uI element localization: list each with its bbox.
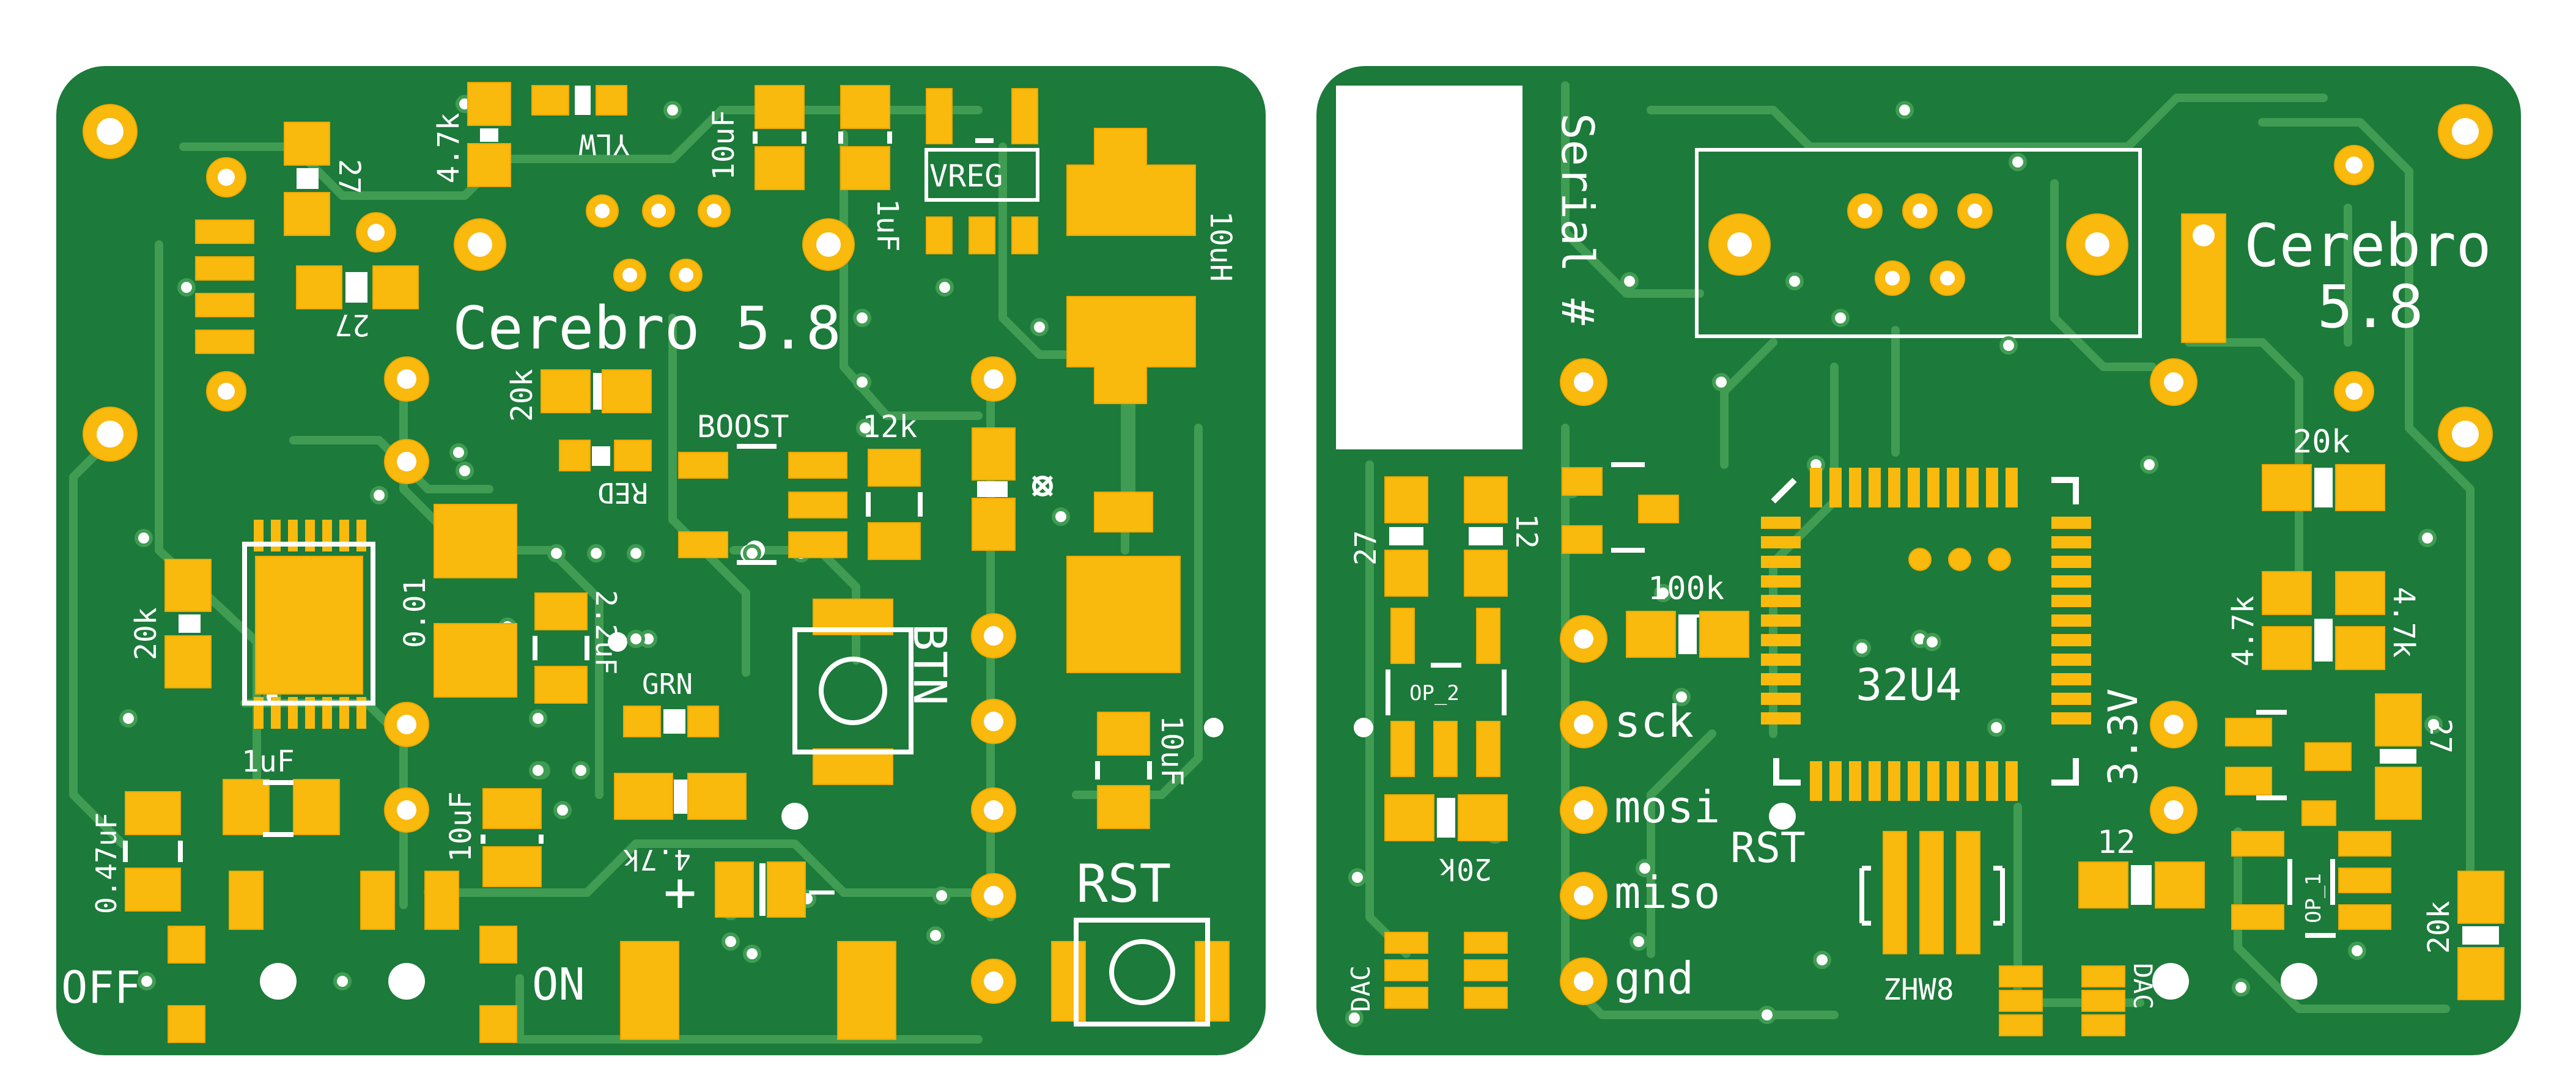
label-c001: 0.01 — [398, 577, 432, 648]
label-r100k: 100k — [1648, 570, 1724, 607]
right-board-pad-marks — [1389, 468, 2499, 945]
label-dac-right: DAC — [2128, 963, 2158, 1009]
label-op1: OP_1 — [2301, 873, 2326, 923]
left-board-smd-pads — [125, 82, 1230, 1043]
label-r4k7-top: 4.7k — [432, 112, 466, 183]
left-board-title: Cerebro 5.8 — [452, 294, 841, 363]
led-symbol — [1032, 475, 1054, 497]
label-ylw: YLW — [579, 128, 630, 161]
left-board-drill-holes — [260, 540, 1223, 1000]
label-rst-right: RST — [1730, 824, 1806, 872]
label-grn: GRN — [642, 668, 693, 701]
right-board-drill-holes — [1354, 718, 2317, 1000]
label-r12-left: 12 — [1509, 514, 1543, 549]
left-board-substrate — [56, 66, 1266, 1055]
label-r12-right: 12 — [2097, 824, 2136, 861]
label-boost: BOOST — [697, 409, 789, 444]
right-board: Cerebro 5.8 Serial # 27 12 100k OP_2 20k… — [1316, 66, 2521, 1055]
left-board-mount-holes — [83, 104, 138, 462]
right-board-silk-outlines — [1386, 462, 2336, 938]
label-c10uf-top: 10uF — [707, 109, 741, 180]
label-r27-top: 27 — [332, 159, 366, 194]
pin-label-miso: miso — [1614, 867, 1720, 918]
label-r20k-left: 20k — [1439, 852, 1492, 886]
label-plus: + — [663, 860, 696, 924]
label-vreg: VREG — [929, 158, 1003, 194]
label-minus: − — [807, 863, 836, 920]
usb-connector — [1695, 148, 2142, 338]
label-zhw8: ZHW8 — [1883, 973, 1954, 1007]
label-c1uf-top: 1uF — [870, 199, 904, 252]
label-btn: BTN — [903, 624, 956, 706]
label-r20k-a: 20k — [505, 369, 539, 422]
pin-label-mosi: mosi — [1614, 781, 1720, 833]
label-r27-mid: 27 — [334, 308, 370, 342]
right-board-mount-holes — [2438, 104, 2493, 462]
label-r27-left: 27 — [1349, 530, 1383, 566]
left-board-thru-pads — [206, 157, 1016, 1004]
label-l10uh: 10uH — [1203, 211, 1238, 282]
label-rst-left: RST — [1076, 854, 1171, 915]
mcu-32u4 — [1761, 468, 2091, 801]
right-board-title-line2: 5.8 — [2317, 273, 2423, 341]
label-r20k-top: 20k — [2293, 424, 2350, 460]
label-c10uf-bot: 10uF — [444, 791, 478, 862]
label-c10uf-right: 10uF — [1154, 715, 1189, 786]
label-mcu: 32U4 — [1856, 659, 1962, 710]
label-r47k-a: 4.7k — [2226, 595, 2260, 666]
right-board-smd-pads — [1384, 464, 2504, 1036]
label-c1uf-bot: 1uF — [242, 745, 295, 779]
label-r4k7-bot: 4.7k — [623, 843, 691, 876]
left-board-silk-text: Cerebro 5.8 27 27 4.7k YLW 10uF 1uF VREG… — [61, 109, 1238, 1013]
label-red: RED — [597, 476, 648, 509]
left-board-pad-marks — [179, 86, 1008, 916]
pin-label-sck: sck — [1614, 696, 1694, 747]
right-board-title-line1: Cerebro — [2244, 212, 2492, 280]
label-r20k-b: 20k — [129, 607, 163, 660]
pin-label-gnd: gnd — [1614, 953, 1694, 1004]
label-c22uf: 2.2uF — [589, 590, 622, 674]
label-r20k-right: 20k — [2422, 901, 2456, 954]
serial-number-label: Serial # — [1552, 113, 1603, 325]
label-op2: OP_2 — [1409, 681, 1460, 706]
left-board-silk-outlines — [123, 131, 1210, 1027]
left-board-vias — [119, 95, 1070, 990]
serial-number-area — [1336, 86, 1522, 449]
label-on: ON — [532, 959, 585, 1010]
label-dac-left: DAC — [1346, 965, 1376, 1012]
label-off: OFF — [61, 962, 141, 1013]
left-board: Cerebro 5.8 27 27 4.7k YLW 10uF 1uF VREG… — [56, 66, 1266, 1055]
label-r27-right: 27 — [2423, 718, 2457, 754]
right-board-silk-text: Cerebro 5.8 Serial # 27 12 100k OP_2 20k… — [1346, 113, 2492, 1012]
label-c047uf: 0.47uF — [90, 813, 123, 914]
right-board-thru-pads — [1560, 145, 2374, 1005]
label-v33: 3.3V — [2100, 688, 2147, 786]
label-r47k-b: 4.7k — [2386, 587, 2421, 658]
label-r12k: 12k — [862, 409, 917, 444]
